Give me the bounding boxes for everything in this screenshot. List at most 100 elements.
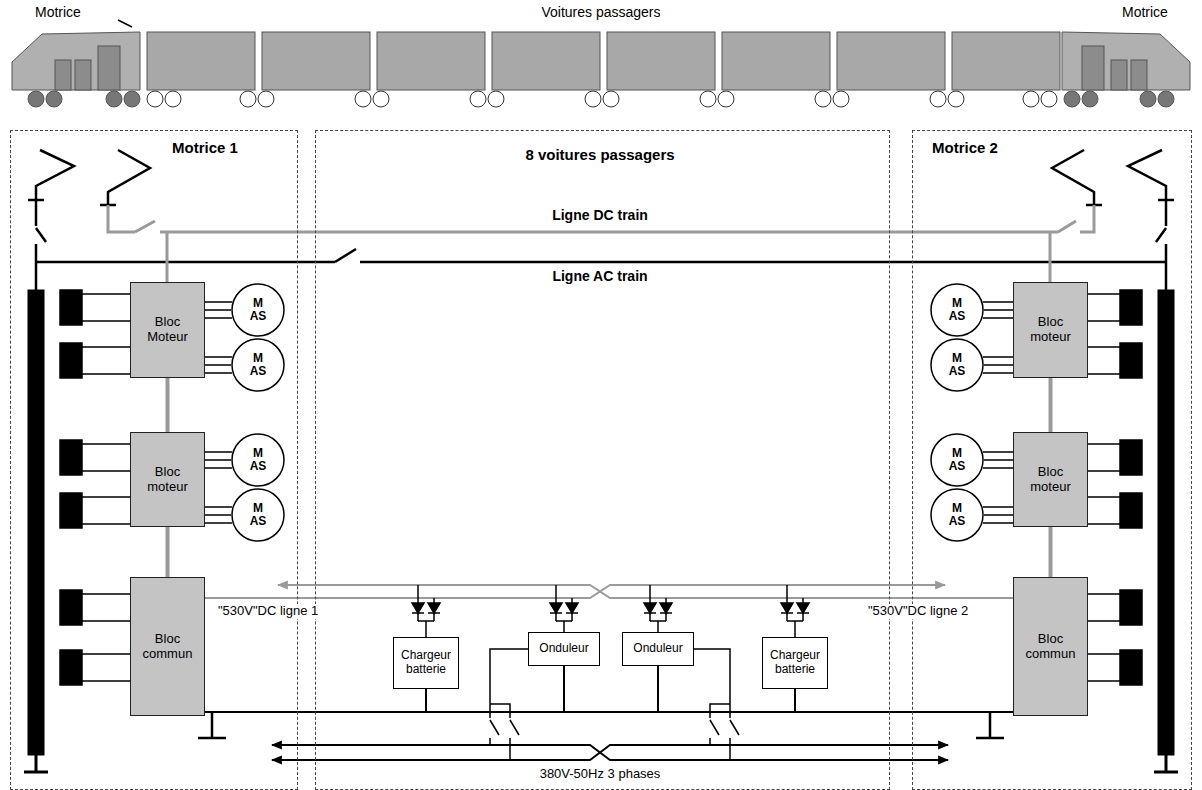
inverter-switch bbox=[694, 649, 739, 760]
return-line bbox=[198, 712, 1004, 738]
diode-pair bbox=[660, 603, 672, 613]
three-phase-link bbox=[205, 452, 232, 468]
train-illustration bbox=[470, 91, 486, 107]
dc-530v-line bbox=[205, 585, 945, 598]
train-illustration bbox=[355, 91, 371, 107]
diode-pair bbox=[412, 603, 424, 613]
induction-motor: M AS bbox=[231, 283, 285, 337]
secondary-winding bbox=[1088, 497, 1120, 524]
node-text: M AS bbox=[245, 502, 271, 528]
secondary-winding bbox=[1120, 343, 1142, 378]
train-illustration bbox=[837, 32, 945, 90]
induction-motor: M AS bbox=[930, 338, 984, 392]
dc-530v-line bbox=[205, 585, 1013, 598]
train-illustration bbox=[46, 91, 62, 107]
vehicle-section: Motrice 2M ASBloc moteurM ASM ASBloc mot… bbox=[912, 130, 1192, 790]
dc-link bbox=[166, 378, 170, 432]
train-illustration bbox=[700, 91, 716, 107]
secondary-winding bbox=[1120, 440, 1142, 475]
three-phase-link bbox=[983, 357, 1013, 373]
train-illustration bbox=[1111, 60, 1127, 90]
secondary-winding bbox=[1088, 444, 1120, 471]
bus-label: "530V"DC ligne 2 bbox=[866, 604, 970, 619]
node-text: Onduleur bbox=[627, 642, 689, 656]
dc-link bbox=[166, 527, 170, 577]
node-text: Bloc moteur bbox=[135, 465, 200, 495]
train-illustration bbox=[1062, 32, 1190, 90]
secondary-winding bbox=[82, 294, 130, 321]
node-text: M AS bbox=[944, 502, 970, 528]
bus-label: "530V"DC ligne 1 bbox=[216, 604, 320, 619]
train-illustration bbox=[240, 91, 256, 107]
induction-motor: M AS bbox=[930, 433, 984, 487]
diode-pair bbox=[781, 603, 793, 613]
diode-pair bbox=[428, 603, 440, 613]
train-illustration bbox=[12, 20, 1190, 107]
three-phase-link bbox=[983, 452, 1013, 468]
induction-motor: M AS bbox=[231, 488, 285, 542]
node-text: Bloc moteur bbox=[1018, 465, 1083, 495]
diode-pair bbox=[644, 603, 656, 613]
converter-block: Bloc commun bbox=[1013, 577, 1088, 716]
motor-outline bbox=[232, 489, 284, 541]
three-phase-link bbox=[205, 302, 232, 318]
secondary-winding bbox=[1120, 650, 1142, 685]
secondary-winding bbox=[60, 493, 82, 528]
train-illustration bbox=[833, 91, 849, 107]
transformer bbox=[1158, 290, 1174, 755]
train-illustration bbox=[488, 91, 504, 107]
train-illustration bbox=[930, 91, 946, 107]
transformer bbox=[1154, 755, 1178, 772]
diode-pair bbox=[566, 603, 578, 613]
diode-pair bbox=[412, 585, 440, 637]
secondary-winding bbox=[82, 347, 130, 374]
train-illustration bbox=[585, 91, 601, 107]
train-illustration bbox=[165, 91, 181, 107]
pantograph bbox=[1128, 150, 1166, 200]
secondary-winding bbox=[82, 497, 130, 524]
train-illustration bbox=[262, 32, 370, 90]
motor-outline bbox=[232, 434, 284, 486]
train-illustration bbox=[28, 91, 44, 107]
transformer bbox=[24, 755, 48, 772]
transformer bbox=[28, 290, 44, 755]
three-phase-link bbox=[205, 507, 232, 523]
motor-outline bbox=[931, 339, 983, 391]
dc-530v-line bbox=[278, 585, 1013, 598]
train-illustration bbox=[603, 91, 619, 107]
train-illustration bbox=[1064, 91, 1080, 107]
pantograph bbox=[108, 150, 150, 205]
secondary-winding bbox=[60, 440, 82, 475]
node-text: Chargeur batterie bbox=[398, 649, 454, 677]
motor-outline bbox=[931, 489, 983, 541]
train-illustration bbox=[1023, 91, 1039, 107]
line-label: Ligne DC train bbox=[550, 207, 650, 223]
induction-motor: M AS bbox=[231, 338, 285, 392]
diode-pair bbox=[797, 603, 809, 613]
section-heading: Motrice 2 bbox=[932, 139, 998, 156]
secondary-winding bbox=[82, 444, 130, 471]
bus-label: 380V-50Hz 3 phases bbox=[540, 767, 661, 782]
diode-pair bbox=[550, 603, 562, 613]
train-illustration bbox=[815, 91, 831, 107]
motor-outline bbox=[931, 284, 983, 336]
three-phase-link bbox=[983, 302, 1013, 318]
secondary-winding bbox=[60, 343, 82, 378]
motor-outline bbox=[931, 434, 983, 486]
train-illustration bbox=[147, 91, 163, 107]
train-illustration bbox=[258, 91, 274, 107]
train-illustration bbox=[124, 91, 140, 107]
vehicle-section: Motrice 1Bloc MoteurM ASM ASBloc moteurM… bbox=[10, 130, 298, 790]
line-label: Ligne AC train bbox=[550, 268, 649, 284]
train-illustration bbox=[118, 20, 132, 27]
train-illustration bbox=[607, 32, 715, 90]
train-illustration bbox=[147, 32, 255, 90]
section-heading: 8 voitures passagers bbox=[525, 146, 674, 163]
dc-link bbox=[1049, 378, 1053, 432]
secondary-winding bbox=[1088, 654, 1120, 681]
ac-380v-bus bbox=[272, 745, 948, 760]
ac-train-line bbox=[1156, 200, 1166, 290]
dc-link bbox=[1049, 527, 1053, 577]
train-illustration bbox=[718, 91, 734, 107]
secondary-winding bbox=[82, 594, 130, 621]
